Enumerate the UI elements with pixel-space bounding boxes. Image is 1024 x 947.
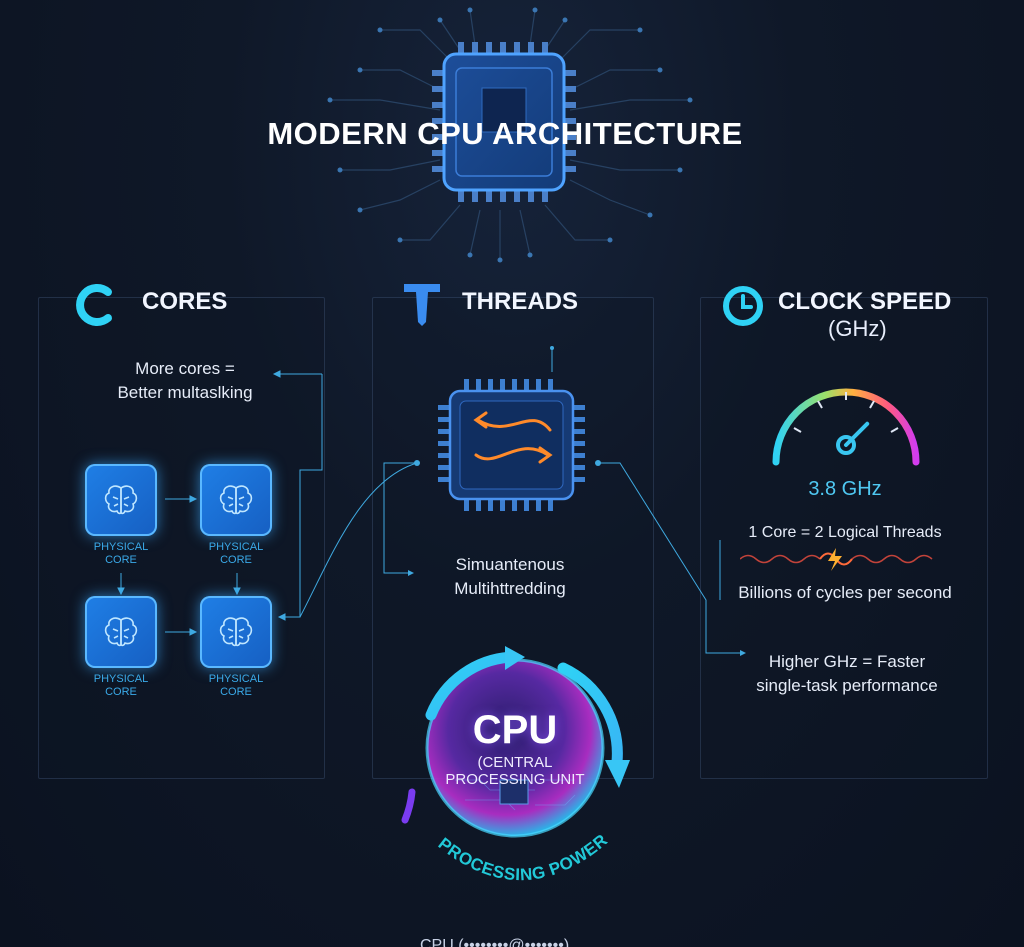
- swap-arrows-chip: [438, 379, 585, 511]
- core-label-line1: PHYSICAL: [208, 673, 264, 685]
- ghz-performance-line2: single-task performance: [756, 676, 938, 695]
- core-label-line1: PHYSICAL: [208, 541, 264, 553]
- cpu-full-name-line1: (CENTRAL: [477, 754, 553, 771]
- core-label-line1: PHYSICAL: [93, 541, 149, 553]
- clock-icon: [723, 286, 763, 326]
- page-title: MODERN CPU ARCHITECTURE: [267, 116, 743, 151]
- signal-wave-icon: [740, 548, 933, 571]
- speedometer-icon: [772, 388, 920, 466]
- cores-note: More cores = Better multaslking: [60, 357, 310, 405]
- core-label-line2: CORE: [105, 554, 137, 566]
- cycles-note: Billions of cycles per second: [738, 583, 952, 602]
- brain-icon: [104, 485, 138, 515]
- smt-note: Simuantenous Multihttredding: [420, 553, 600, 601]
- cores-panel: [38, 297, 325, 779]
- footer-caption: CPU (••••••••@•••••••): [420, 937, 570, 947]
- svg-text:PROCESSING POWER: PROCESSING POWER: [435, 830, 612, 884]
- clock-heading: CLOCK SPEED: [778, 288, 952, 315]
- physical-core-1: [85, 464, 157, 536]
- brain-icon: [104, 617, 138, 647]
- cores-note-line2: Better multaslking: [117, 383, 253, 402]
- t-icon: [404, 284, 440, 326]
- smt-line1: Simuantenous: [455, 555, 565, 574]
- ghz-value: 3.8 GHz: [808, 478, 882, 500]
- smt-line2: Multihttredding: [454, 579, 566, 598]
- cpu-full-name-line2: PROCESSING UNIT: [445, 771, 585, 788]
- gauge-needle: [844, 421, 870, 447]
- cpu-full-name: (CENTRAL PROCESSING UNIT: [430, 754, 600, 788]
- physical-core-2: [200, 464, 272, 536]
- cores-heading: CORES: [142, 288, 228, 315]
- c-icon: [76, 284, 112, 326]
- threads-per-core-note: 1 Core = 2 Logical Threads: [748, 524, 942, 541]
- core-label-line1: PHYSICAL: [93, 673, 149, 685]
- ghz-performance-note: Higher GHz = Faster single-task performa…: [722, 650, 972, 698]
- clock-heading-unit: (GHz): [828, 316, 887, 341]
- cpu-label: CPU: [472, 708, 558, 752]
- physical-core-4: [200, 596, 272, 668]
- clock-panel: [700, 297, 988, 779]
- brain-icon: [219, 617, 253, 647]
- cpu-chip-icon: [432, 42, 576, 202]
- threads-heading: THREADS: [462, 288, 579, 315]
- core-label-line2: CORE: [220, 686, 252, 698]
- core-label-line2: CORE: [105, 686, 137, 698]
- swap-arrows-icon: [473, 411, 553, 464]
- processing-power-arc: PROCESSING POWER: [435, 830, 612, 884]
- cpu-orb: [401, 646, 630, 838]
- core-label-line2: CORE: [220, 554, 252, 566]
- processing-power-label: PROCESSING POWER: [435, 830, 611, 884]
- brain-icon: [219, 485, 253, 515]
- cores-note-line1: More cores =: [135, 359, 235, 378]
- physical-core-3: [85, 596, 157, 668]
- ghz-performance-line1: Higher GHz = Faster: [768, 652, 926, 671]
